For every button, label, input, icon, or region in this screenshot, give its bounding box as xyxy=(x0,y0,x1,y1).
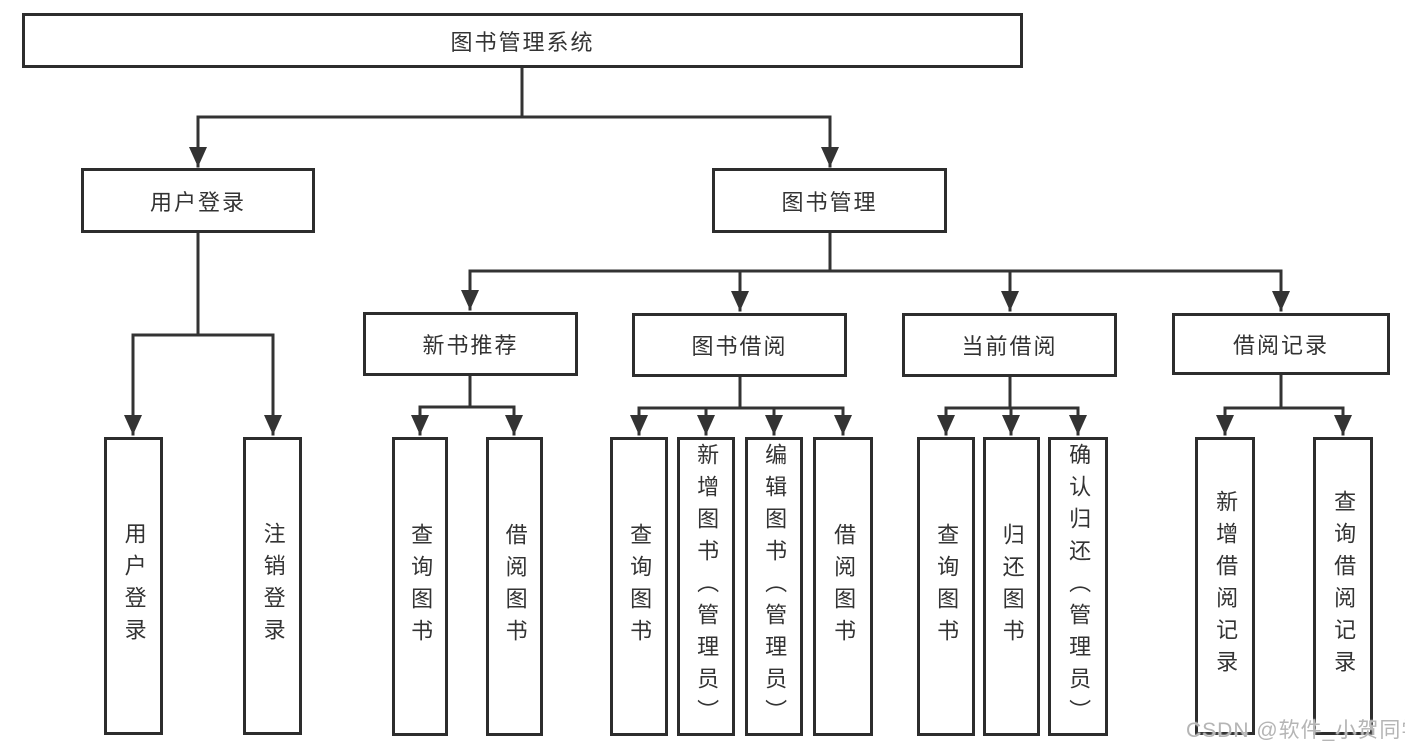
leaf-user-login: 用户登录 xyxy=(104,437,163,735)
leaf-borrow-books-2: 借阅图书 xyxy=(813,437,873,736)
node-user-login-label: 用户登录 xyxy=(149,189,246,215)
node-root: 图书管理系统 xyxy=(22,13,1023,68)
leaf-return-book: 归还图书 xyxy=(983,437,1040,736)
leaf-edit-book: 编辑图书（管理员） xyxy=(745,437,803,736)
node-book-mgmt-label: 图书管理 xyxy=(781,189,878,215)
leaf-borrow-books-1-label: 借阅图书 xyxy=(502,522,528,651)
leaf-query-books-1: 查询图书 xyxy=(392,437,448,736)
node-new-book-rec-label: 新书推荐 xyxy=(422,333,519,358)
leaf-confirm-return: 确认归还（管理员） xyxy=(1048,437,1108,736)
leaf-return-book-label: 归还图书 xyxy=(999,522,1025,651)
csdn-watermark: CSDN @软件_小贺同学 xyxy=(1186,719,1405,742)
edge-book-mgmt-crossbar xyxy=(468,231,1283,273)
leaf-logout-label: 注销登录 xyxy=(260,522,286,650)
edge-root-crossbar xyxy=(196,66,832,119)
edge-borrow-records-crossbar xyxy=(1223,373,1345,410)
node-book-borrow: 图书借阅 xyxy=(632,313,847,377)
leaf-query-books-2-label: 查询图书 xyxy=(627,522,653,651)
edge-book-borrow-crossbar xyxy=(637,375,845,410)
node-root-label: 图书管理系统 xyxy=(450,29,595,55)
leaf-user-login-label: 用户登录 xyxy=(121,522,147,650)
leaf-add-book-label: 新增图书（管理员） xyxy=(694,442,720,731)
edge-current-borrow-crossbar xyxy=(944,375,1080,410)
leaf-add-borrow-record-label: 新增借阅记录 xyxy=(1213,490,1239,682)
leaf-borrow-books-2-label: 借阅图书 xyxy=(831,522,857,651)
leaf-query-books-2: 查询图书 xyxy=(610,437,668,736)
leaf-logout: 注销登录 xyxy=(243,437,302,735)
node-book-borrow-label: 图书借阅 xyxy=(691,334,788,359)
leaf-query-books-3-label: 查询图书 xyxy=(934,522,960,651)
node-user-login: 用户登录 xyxy=(81,168,315,233)
node-book-mgmt: 图书管理 xyxy=(712,168,947,233)
edge-user-login-crossbar xyxy=(131,231,275,337)
node-current-borrow: 当前借阅 xyxy=(902,313,1117,377)
leaf-query-borrow-record-label: 查询借阅记录 xyxy=(1331,490,1357,682)
leaf-query-books-1-label: 查询图书 xyxy=(408,522,434,651)
node-current-borrow-label: 当前借阅 xyxy=(961,334,1058,359)
node-new-book-rec: 新书推荐 xyxy=(363,312,578,376)
leaf-add-borrow-record: 新增借阅记录 xyxy=(1195,437,1255,735)
leaf-query-borrow-record: 查询借阅记录 xyxy=(1313,437,1373,735)
leaf-edit-book-label: 编辑图书（管理员） xyxy=(762,442,788,731)
leaf-query-books-3: 查询图书 xyxy=(917,437,975,736)
leaf-confirm-return-label: 确认归还（管理员） xyxy=(1066,442,1092,731)
leaf-borrow-books-1: 借阅图书 xyxy=(486,437,543,736)
node-borrow-records: 借阅记录 xyxy=(1172,313,1390,375)
leaf-add-book: 新增图书（管理员） xyxy=(677,437,735,736)
node-borrow-records-label: 借阅记录 xyxy=(1232,333,1329,358)
edge-new-book-rec-crossbar xyxy=(418,374,516,409)
